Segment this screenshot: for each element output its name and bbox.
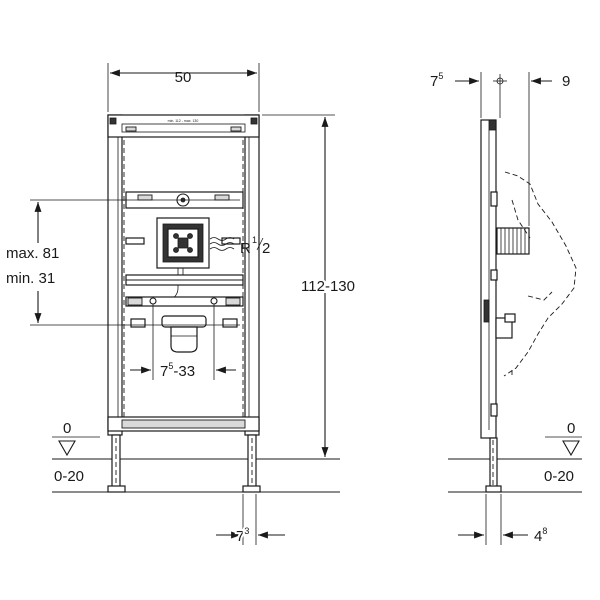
thread-label: R [240,240,251,257]
side-offset-label: 75 [430,71,443,90]
top-bar-tab-right [230,126,242,132]
lower-fixing-bracket [125,296,244,307]
upper-bar-slot-left [137,194,153,201]
height-label: 112-130 [301,278,355,295]
range-min-label: min. 31 [6,270,55,287]
height-plate-text: min. 112 - max. 130 [168,119,199,123]
side-foot-label: 48 [534,526,547,545]
side-view: 75 9 0 0-20 48 [430,71,582,545]
top-cross-bar [107,114,260,138]
side-waste-bracket [483,299,490,323]
right-foot-plate [242,485,261,493]
front-top-bracket-right [250,117,258,125]
bracket-end-right [225,297,241,306]
left-rail-bracket [125,237,145,245]
front-floor-zero-label: 0 [63,420,71,437]
side-floor-zero-label: 0 [567,420,575,437]
waste-outlet-pipe [170,326,198,353]
upper-bar-slot-right [214,194,230,201]
front-floor-range-label: 0-20 [54,468,84,485]
left-foot-plate [107,485,126,493]
width-label: 50 [175,69,192,86]
side-mid-bracket [490,269,498,281]
right-frame-post [244,114,260,436]
range-max-label: max. 81 [6,245,59,262]
spacing-label: 75-33 [160,361,195,380]
right-rail-bracket [221,237,241,245]
bracket-end-left [127,297,143,306]
side-frame-top-clip [488,119,497,131]
outlet-clip-left [130,318,146,328]
thread-numerator: 1 [252,235,257,245]
outlet-clip-right [222,318,238,328]
foot-label: 73 [236,526,249,545]
top-bar-slot [121,123,246,133]
side-lower-bracket [490,403,498,417]
left-frame-post [107,114,123,436]
top-bar-tab-left [125,126,137,132]
front-view: min. 112 - max. 130 [4,63,357,547]
water-valve-fitting [177,237,189,249]
side-floor-range-label: 0-20 [544,468,574,485]
side-floor-level-marker [562,440,580,457]
front-floor-level-marker [58,440,76,457]
side-waste-outlet [495,317,513,339]
front-top-bracket-left [109,117,117,125]
side-upper-bracket [490,191,498,207]
side-foot-plate [485,485,502,493]
side-foot [489,437,498,489]
urinal-outline [503,171,577,377]
thread-callout: R 1 2 [209,235,270,257]
side-right-label: 9 [562,73,570,90]
thread-denominator: 2 [262,240,270,257]
centre-mark [493,74,507,88]
